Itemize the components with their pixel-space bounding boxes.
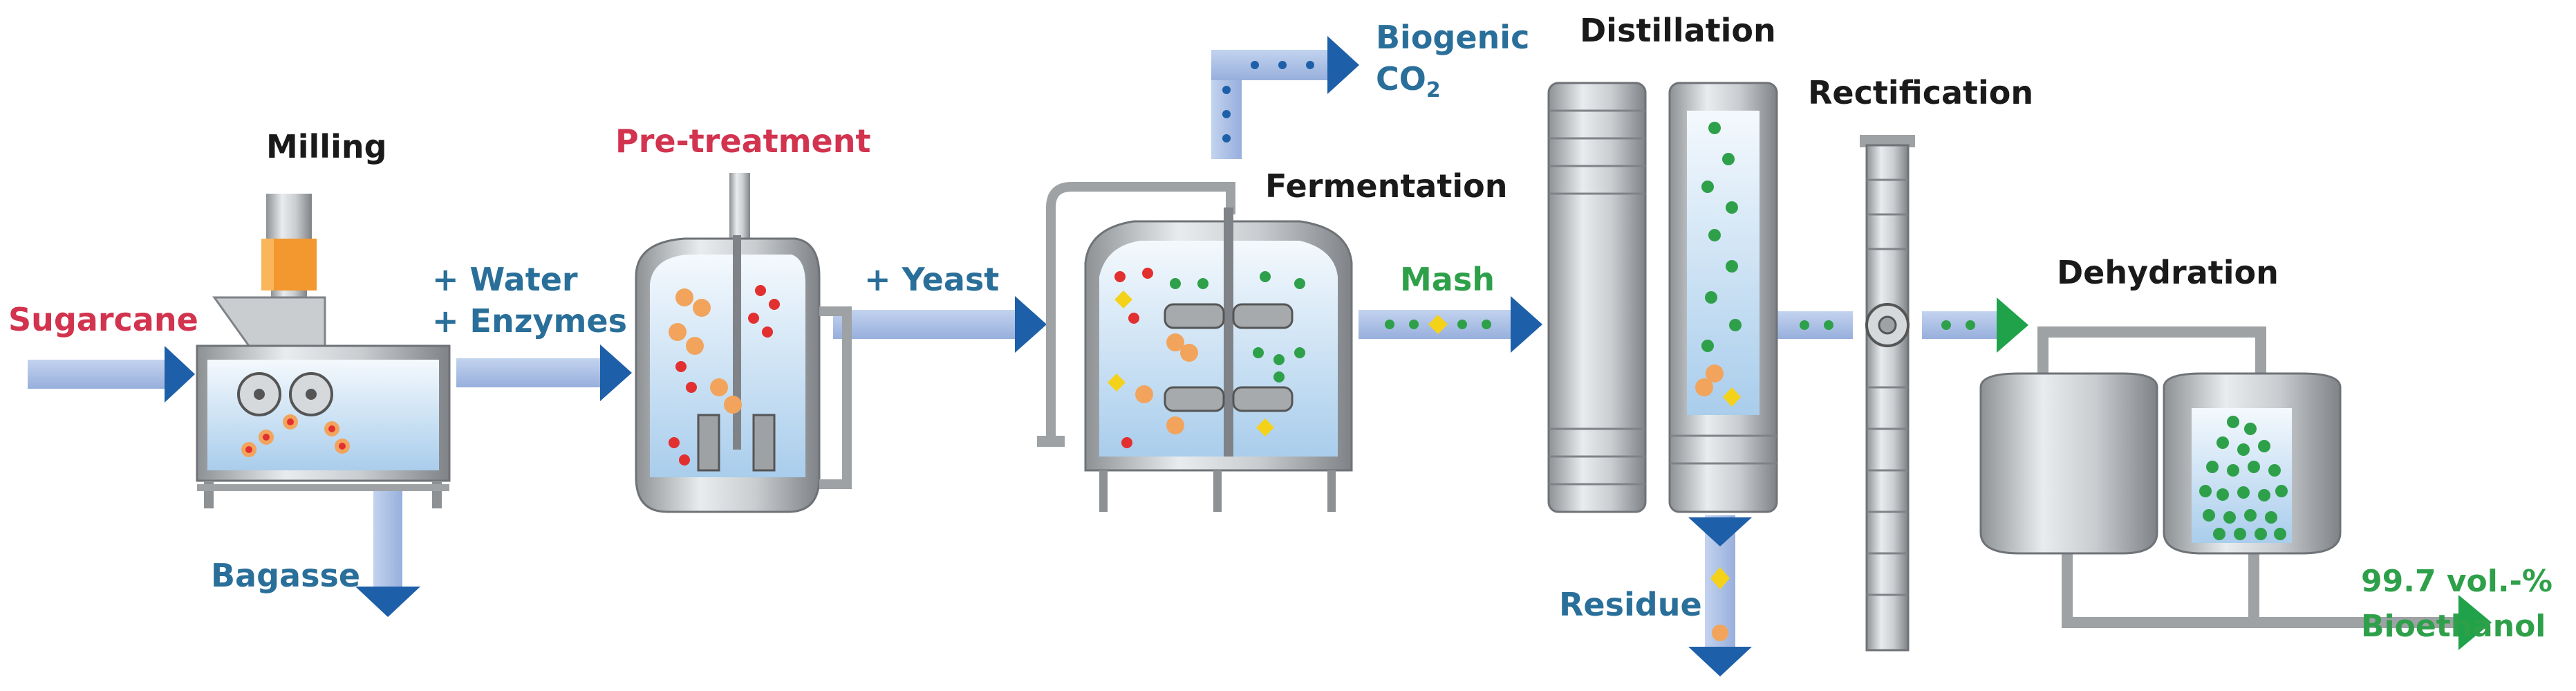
- fermentation-unit: [1037, 182, 1353, 512]
- dehydration-unit: [1979, 326, 2492, 650]
- flow-label-mash: Mash: [1400, 261, 1495, 298]
- arrow-right-icon: [1015, 296, 1047, 353]
- milling-unit: [196, 194, 451, 508]
- input-label-water: + Water: [432, 261, 578, 298]
- stage-label-milling: Milling: [266, 128, 387, 165]
- arrow-right-icon: [1327, 36, 1359, 94]
- stage-label-distillation: Distillation: [1580, 12, 1776, 49]
- arrow-right-icon: [1997, 297, 2028, 353]
- water-enzymes-pipe: [456, 344, 632, 401]
- output-label-bagasse: Bagasse: [211, 557, 360, 594]
- output-label-residue: Residue: [1559, 586, 1702, 623]
- input-label-sugarcane: Sugarcane: [8, 301, 198, 338]
- biogenic-co2-pipe: [1211, 36, 1359, 159]
- input-label-enzymes: + Enzymes: [432, 302, 627, 340]
- arrow-down-icon: [1688, 517, 1752, 546]
- input-label-yeast: + Yeast: [864, 261, 999, 298]
- output-label-co2: CO2: [1376, 60, 1441, 102]
- residue-outlet-pipe: [1688, 515, 1752, 676]
- arrow-right-icon: [165, 346, 195, 403]
- yeast-pipe: [833, 296, 1047, 353]
- output-label-volume: 99.7 vol.-%: [2361, 564, 2552, 599]
- stage-label-dehydration: Dehydration: [2057, 254, 2279, 291]
- stage-label-fermentation: Fermentation: [1265, 167, 1507, 205]
- stage-label-pretreatment: Pre-treatment: [615, 122, 870, 160]
- distillation-rectification-pipe: [1777, 311, 1853, 339]
- output-label-biogenic: Biogenic: [1376, 19, 1529, 56]
- arrow-down-icon: [1688, 647, 1752, 676]
- distillation-unit: [1547, 82, 1778, 513]
- arrow-right-icon: [1511, 296, 1542, 353]
- output-label-bioethanol: Bioethanol: [2361, 609, 2546, 644]
- arrow-right-icon: [2458, 595, 2492, 650]
- arrow-right-icon: [600, 344, 632, 401]
- stage-label-rectification: Rectification: [1808, 74, 2033, 111]
- arrow-down-icon: [355, 587, 420, 617]
- mash-pipe: [1359, 296, 1542, 353]
- pretreatment-unit: [635, 173, 852, 513]
- sugarcane-inlet-pipe: [28, 346, 195, 403]
- bagasse-outlet-pipe: [355, 484, 420, 617]
- rectification-unit: [1860, 135, 1915, 652]
- rectification-dehydration-pipe: [1922, 297, 2028, 353]
